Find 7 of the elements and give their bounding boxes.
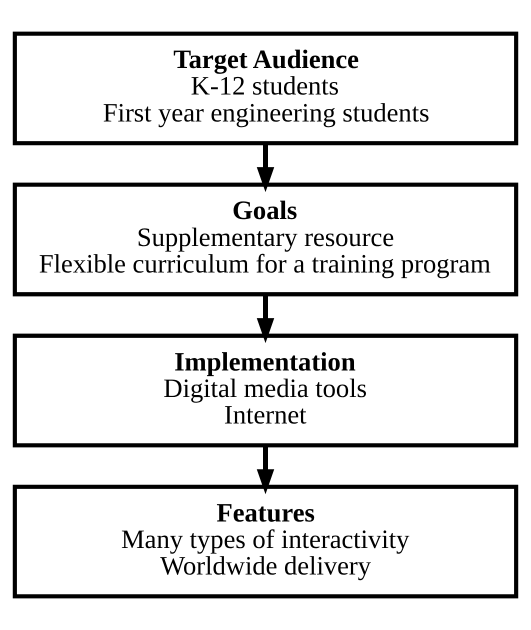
node-box: Goals Supplementary resource Flexible curriculum for a training program: [12, 182, 518, 296]
node-box: Target Audience K-12 students First year engineering students: [12, 32, 518, 146]
arrow: [256, 294, 274, 344]
arrow: [256, 143, 274, 192]
arrow: [256, 446, 274, 494]
node-box: Implementation Digital media tools Internet: [12, 334, 518, 448]
node-box: Features Many types of interactivity Worldwide delivery: [12, 484, 518, 598]
